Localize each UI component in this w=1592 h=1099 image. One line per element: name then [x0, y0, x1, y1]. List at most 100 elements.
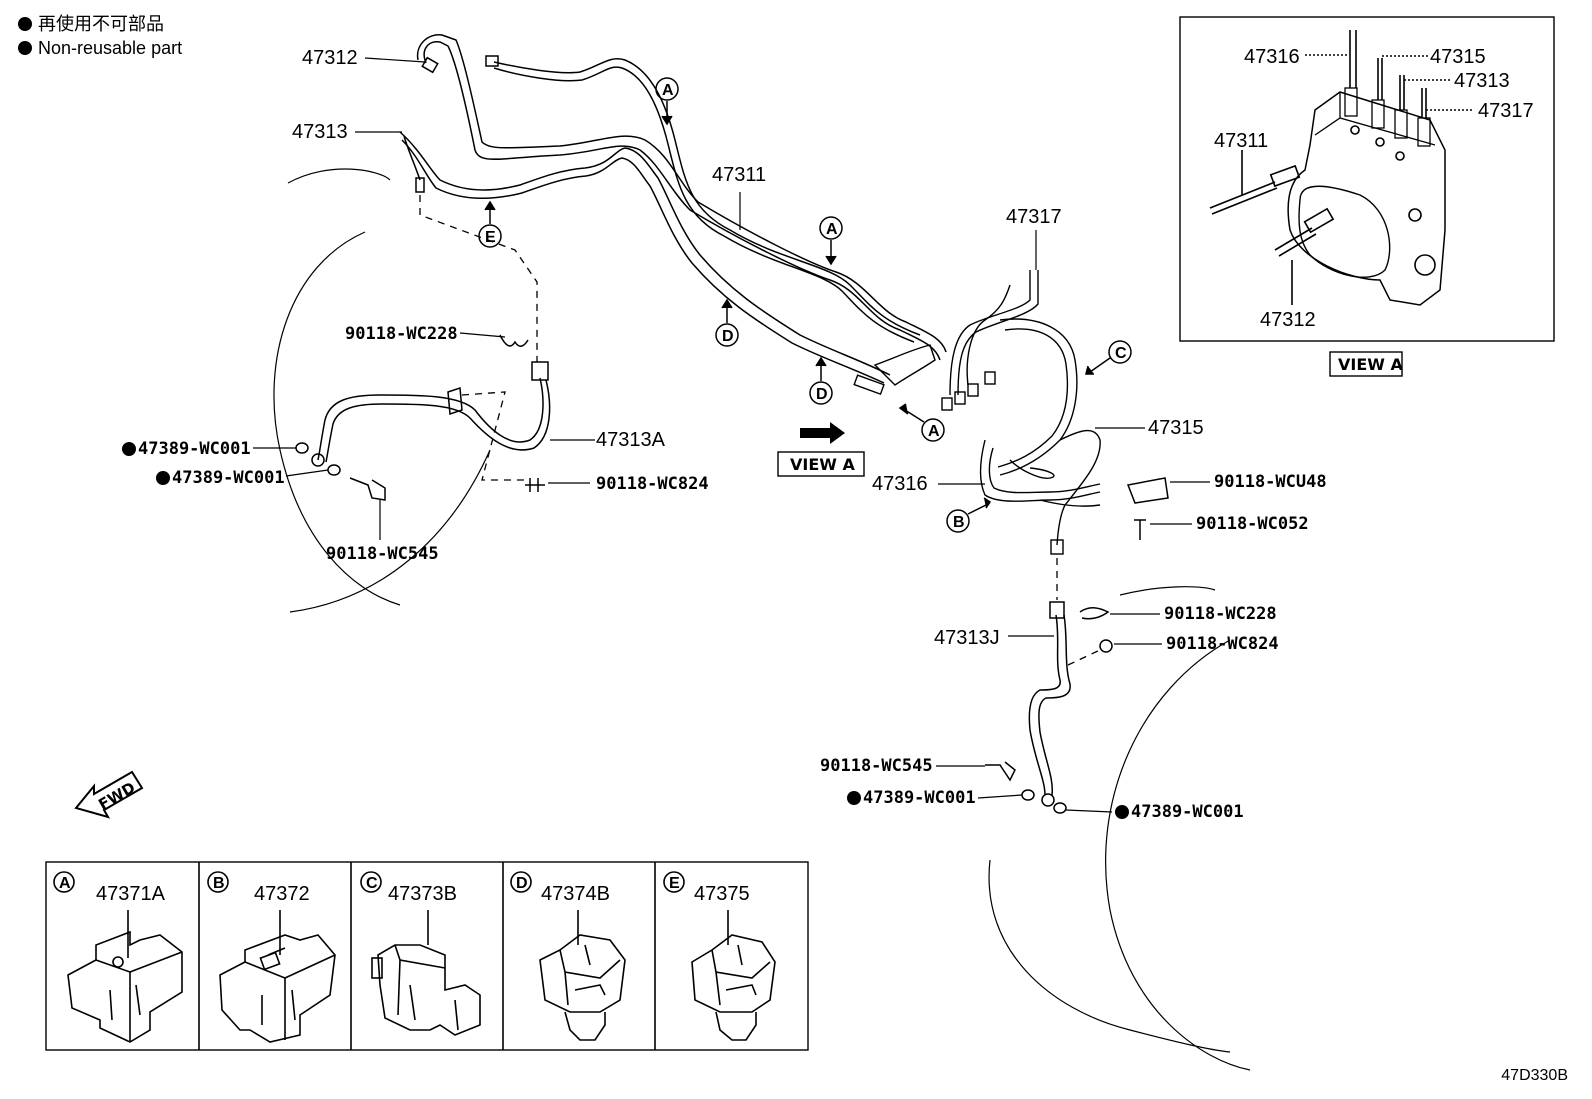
fitting-a [853, 374, 885, 396]
tube-47313-drop [403, 135, 421, 181]
clamp-d-pin [564, 1011, 606, 1041]
hose-47313J-body-b [1038, 614, 1071, 796]
clamp-markers: A A A B C D D E [478, 77, 1132, 533]
view-a-inline-label: VIEW A [790, 455, 855, 474]
marker-a-2: A [819, 216, 843, 266]
label-wc824-right: 90118-WC824 [1166, 634, 1279, 654]
detail-label-47316: 47316 [1244, 46, 1300, 68]
guide-left-2 [461, 391, 525, 481]
fitting-47313j-top [1050, 539, 1064, 555]
hose-47313J [985, 477, 1169, 814]
label-wcu48: 90118-WCU48 [1214, 472, 1327, 492]
tube-47317 [949, 270, 1031, 396]
clamp-d-part: 47374B [541, 883, 610, 905]
marker-d-1: D [715, 298, 739, 347]
non-reusable-dot-icon [847, 791, 861, 805]
pipe-47312 [1274, 227, 1317, 257]
detail-label-47312: 47312 [1260, 309, 1316, 331]
part-labels: 47312 47313 47311 47317 47315 47316 4731… [122, 47, 1327, 822]
marker-letter: D [722, 328, 734, 345]
detail-label-47311: 47311 [1214, 130, 1268, 152]
port-3 [1395, 151, 1405, 161]
leader-wc001-d [1065, 809, 1113, 813]
port-side-2 [1414, 254, 1436, 276]
diagram-code: 47D330B [1501, 1067, 1568, 1084]
label-wc052: 90118-WC052 [1196, 514, 1309, 534]
clamp-c-detail [394, 944, 459, 1031]
left-wheel-arc-bottom [289, 449, 491, 613]
port-1 [1350, 125, 1360, 135]
port-47317 [1417, 117, 1431, 147]
tube-47312-a [423, 40, 941, 361]
hose-47313J-body [1028, 614, 1061, 796]
clamp-cell-c: C 47373B [360, 871, 481, 1036]
leader-lines [253, 57, 1210, 813]
hose-47313J-fitting [1049, 601, 1065, 619]
label-47311: 47311 [712, 164, 766, 186]
guide-right-2 [1067, 649, 1101, 666]
view-a-arrow-icon [800, 422, 845, 444]
tube-a-marker [873, 344, 936, 386]
abs-motor [1298, 185, 1391, 278]
tube-47311-b [493, 66, 915, 343]
port-2 [1375, 137, 1385, 147]
washer-right-1 [1021, 789, 1035, 801]
clip-right-wc228 [1079, 607, 1110, 620]
non-reusable-dot-icon [122, 442, 136, 456]
label-wc001-c: 47389-WC001 [863, 788, 976, 808]
port-47313 [1394, 109, 1408, 139]
label-47316: 47316 [872, 473, 928, 495]
fwd-arrow-icon [74, 770, 144, 819]
label-47317: 47317 [1006, 206, 1062, 228]
clamp-d-letter: D [516, 875, 528, 892]
leader-wc001-b [285, 469, 329, 477]
left-wheel-arc-top [287, 168, 391, 184]
view-a-indicator: VIEW A [777, 422, 865, 477]
non-reusable-dot-icon [1115, 805, 1129, 819]
clamp-e-icon [691, 934, 776, 1013]
clamp-e-pin [715, 1011, 757, 1041]
label-wc228-right: 90118-WC228 [1164, 604, 1277, 624]
clamp-e-detail [711, 944, 771, 1006]
abs-tubes [853, 270, 1101, 555]
clamp-table-frame [45, 861, 809, 1051]
label-wc228-left: 90118-WC228 [345, 324, 458, 344]
tube-to-bracket [1039, 499, 1101, 507]
legend-en-row: Non-reusable part [18, 36, 182, 60]
label-47313J: 47313J [934, 627, 1000, 649]
marker-letter: C [1115, 345, 1127, 362]
fwd-indicator: FWD [74, 770, 144, 819]
clamp-b-letter: B [213, 875, 225, 892]
tube-47311-a [493, 58, 921, 336]
tube-47313-b [401, 139, 885, 384]
fitting-47311 [485, 55, 499, 67]
marker-letter: A [928, 423, 940, 440]
clamp-e-part: 47375 [694, 883, 750, 905]
tube-47313-a [399, 131, 891, 376]
non-reusable-dot-icon [156, 471, 170, 485]
right-wheel-arc-bottom [988, 859, 1231, 1053]
detail-label-47317: 47317 [1478, 100, 1534, 122]
clamp-a-letter: A [59, 875, 71, 892]
hose-47313A-body [317, 377, 544, 461]
clamp-table: A 47371A B 47372 C 47373B [45, 861, 809, 1051]
abs-block-top [1314, 92, 1436, 146]
marker-letter: A [662, 82, 674, 99]
marker-e: E [478, 200, 502, 248]
clamp-b-icon [219, 934, 336, 1043]
label-wc545-right: 90118-WC545 [820, 756, 933, 776]
clamp-cell-b: B 47372 [207, 871, 336, 1043]
hose-47313A-bracket [447, 386, 463, 416]
fitting-47311-detail [1269, 164, 1301, 188]
view-a-caption: VIEW A [1338, 355, 1403, 374]
washer-left-2 [327, 464, 341, 476]
clamp-b-detail [244, 947, 336, 1040]
marker-letter: E [485, 229, 496, 246]
dashed-guides [419, 195, 1101, 666]
marker-d-2: D [809, 356, 833, 405]
tube-47316-b [988, 447, 1101, 494]
bolt-wc052 [1134, 519, 1146, 540]
leader-47312 [364, 57, 426, 63]
tube-47312-b [416, 34, 947, 353]
label-wc545-left: 90118-WC545 [326, 544, 439, 564]
